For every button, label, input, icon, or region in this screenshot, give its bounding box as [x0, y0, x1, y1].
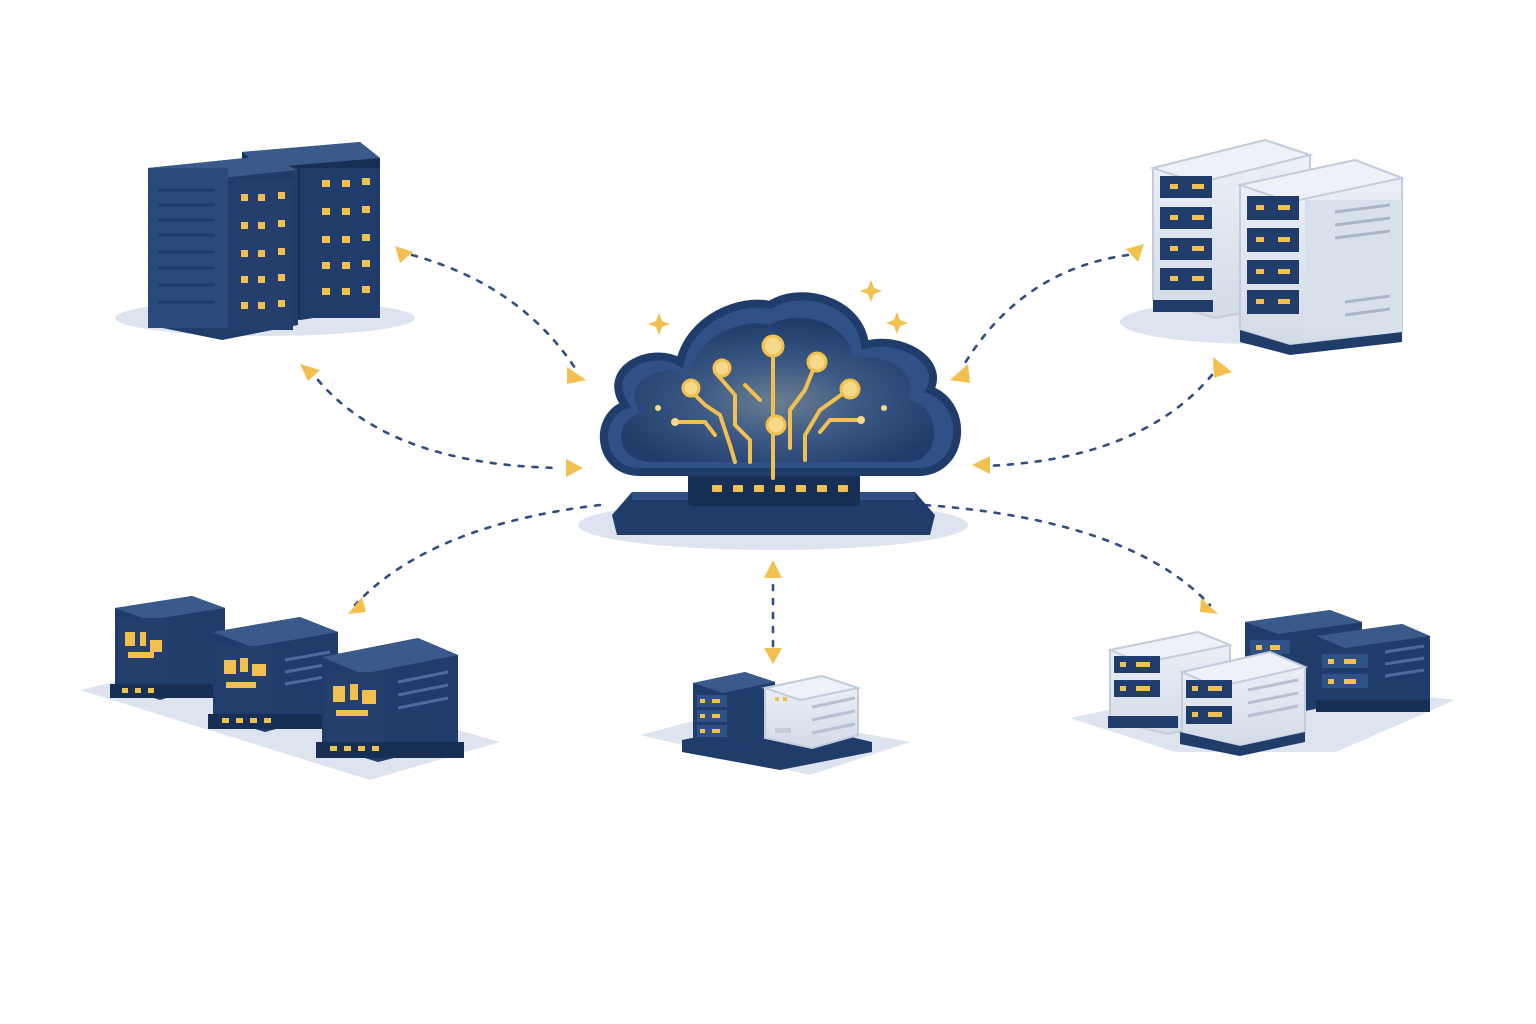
server-rack-icon — [208, 617, 338, 732]
arrowhead-icon — [1126, 244, 1144, 262]
cluster-bottom-center — [640, 672, 910, 775]
cluster-top-left — [115, 142, 415, 340]
server-rack-icon — [316, 638, 464, 762]
arrowhead-icon — [395, 246, 413, 263]
arrowhead-icon — [972, 456, 990, 474]
hub-status-lights — [712, 485, 848, 492]
link-hub-top-right-in — [960, 253, 1130, 370]
server-rack-icon — [148, 156, 298, 340]
link-hub-top-left-out — [316, 378, 562, 470]
link-hub-bottom-left — [353, 503, 602, 607]
connections — [300, 244, 1232, 664]
cloud-hub — [578, 280, 968, 550]
cluster-bottom-left — [80, 596, 500, 780]
link-hub-top-left-in — [410, 253, 577, 370]
link-hub-top-right-out — [983, 373, 1214, 468]
arrowhead-icon — [1200, 598, 1218, 614]
arrowhead-icon — [300, 364, 320, 381]
server-rack-icon — [110, 596, 225, 700]
server-rack-icon — [761, 674, 862, 750]
sparkle-icon — [886, 312, 908, 334]
arrowhead-icon — [1213, 357, 1232, 378]
server-rack-icon — [1178, 650, 1309, 756]
arrowhead-icon — [567, 367, 586, 384]
arrowheads — [300, 244, 1232, 664]
cluster-top-right — [1120, 138, 1406, 355]
arrowhead-icon — [566, 459, 583, 477]
server-rack-icon — [1316, 624, 1430, 712]
arrowhead-icon — [764, 560, 782, 578]
sparkles — [648, 280, 908, 335]
cloud-circuit-icon — [599, 292, 962, 480]
server-rack-icon — [1236, 158, 1406, 355]
arrowhead-icon — [764, 648, 782, 664]
sparkle-icon — [860, 280, 882, 302]
cluster-bottom-right — [1070, 610, 1455, 756]
sparkle-icon — [648, 313, 670, 335]
link-hub-bottom-right — [923, 503, 1212, 607]
arrowhead-icon — [348, 597, 366, 614]
hub-device — [688, 472, 860, 506]
server-rack-icon — [693, 672, 775, 750]
arrowhead-icon — [950, 364, 970, 383]
